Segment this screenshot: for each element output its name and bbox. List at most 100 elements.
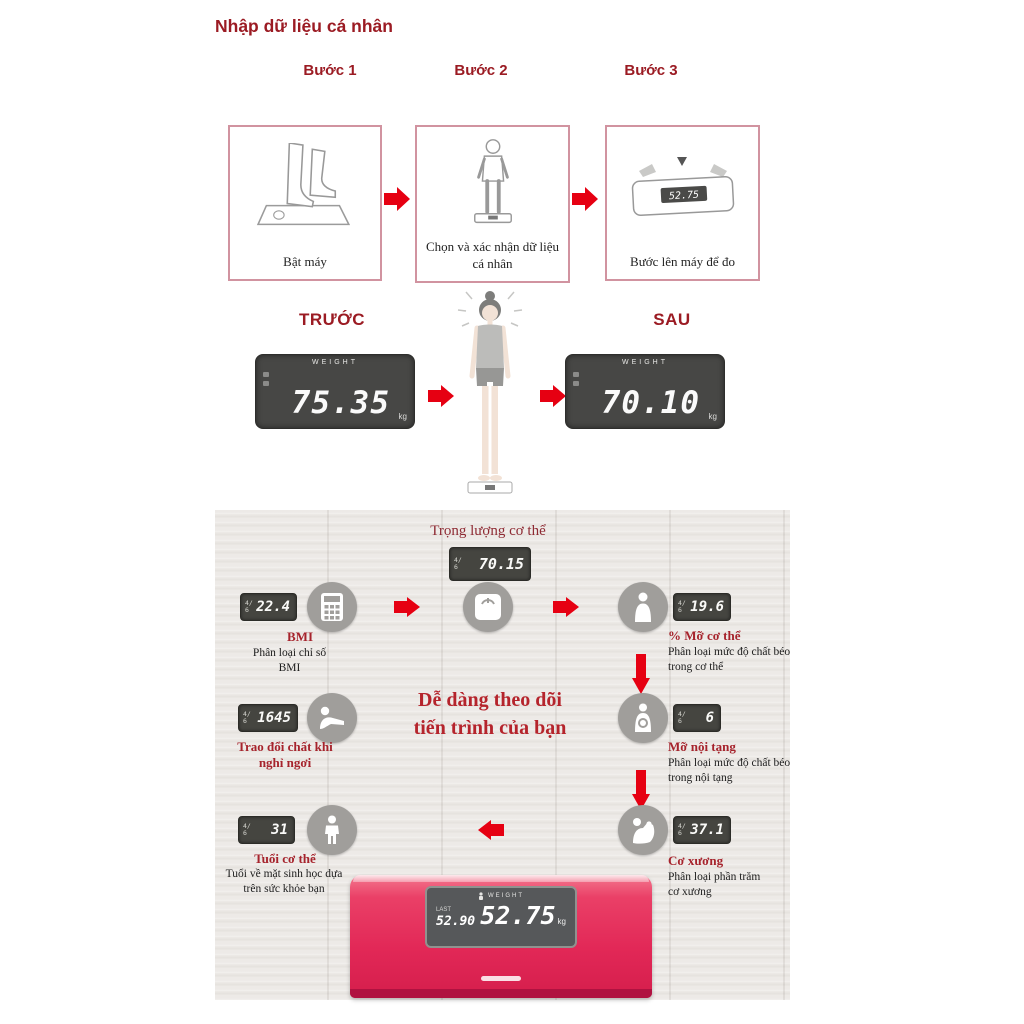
lcd-indicator-icons (263, 372, 269, 386)
step1-box: Bật máy (228, 125, 382, 281)
tracking-slogan-line1: Dễ dàng theo dõi (418, 689, 562, 711)
body-fat-name: % Mỡ cơ thể (668, 628, 741, 643)
arrow-left-icon (478, 820, 504, 840)
body-age-name: Tuổi cơ thể (254, 851, 316, 866)
bmi-name: BMI (287, 629, 313, 644)
after-label: SAU (653, 310, 691, 329)
weight-header-label: WEIGHT (312, 359, 358, 366)
person-on-scale-illustration (417, 127, 568, 239)
before-weight-display: WEIGHT 75.35 kg (255, 354, 415, 429)
body-age-value: 31 (271, 822, 288, 838)
scale-measuring-illustration: 52.75 (607, 127, 758, 254)
metric-icon-circle (307, 805, 357, 855)
skeletal-muscle-icon (633, 818, 655, 844)
before-label: TRƯỚC (298, 310, 366, 329)
step-arrow-right-icon (572, 187, 598, 211)
scale-display-row: LAST 52.90 52.75 kg (427, 900, 575, 928)
step3-display-value: 52.75 (668, 189, 699, 202)
body-age-icon (325, 815, 339, 844)
person-icon (479, 892, 483, 900)
arrow-down-icon (632, 654, 650, 694)
feet-on-scale-illustration (230, 127, 380, 254)
tracking-slogan: Dễ dàng theo dõi tiến trình của bạn (390, 686, 590, 742)
visceral-fat-name: Mỡ nội tạng (668, 739, 736, 754)
body-weight-title: Trọng lượng cơ thể (430, 523, 546, 539)
metabolism-icon (320, 706, 344, 729)
skeletal-muscle-name: Cơ xương (668, 853, 724, 868)
body-age-desc: Tuổi về mặt sinh học dựa trên sức khỏe b… (225, 868, 343, 895)
metric-icon-circle (307, 582, 357, 632)
body-fat-desc: Phân loại mức độ chất béo trong cơ thể (668, 646, 791, 673)
arrow-right-icon (394, 597, 420, 617)
scale-display: WEIGHT LAST 52.90 52.75 kg (425, 886, 577, 948)
lcd-date-mark: 4/6 (243, 821, 251, 837)
step2-label: Bước 2 (454, 62, 508, 79)
tracking-slogan-line2: tiến trình của bạn (413, 717, 567, 739)
metric-icon-circle (618, 582, 668, 632)
step2-caption: Chọn và xác nhận dữ liệu cá nhân (425, 239, 560, 272)
body-weight-value: 70.15 (478, 555, 524, 573)
arrow-right-icon (428, 385, 454, 407)
skeletal-muscle-desc: Phân loại phần trăm cơ xương (668, 871, 761, 898)
arrow-right-icon (540, 385, 566, 407)
after-weight-display: WEIGHT 70.10 kg (565, 354, 725, 429)
skeletal-muscle-display: 4/6 37.1 (673, 816, 731, 844)
kg-unit-label: kg (557, 917, 566, 926)
bmi-desc: Phân loại chỉ số BMI (252, 647, 327, 674)
scale-bottom-edge (350, 989, 652, 998)
lcd-indicator-icons (573, 372, 579, 386)
scale-device: WEIGHT LAST 52.90 52.75 kg (350, 875, 652, 998)
metric-icon-circle (618, 693, 668, 743)
arrow-right-icon (553, 597, 579, 617)
body-age-display: 4/6 31 (238, 816, 295, 844)
calculator-icon (321, 593, 343, 621)
kg-unit-label: kg (398, 412, 407, 421)
lcd-date-mark: 4/6 (454, 555, 462, 571)
step1-caption: Bật máy (283, 254, 327, 270)
visceral-fat-display: 4/6 6 (673, 704, 721, 732)
last-label: LAST (436, 907, 452, 913)
last-weight-value: 52.90 (436, 914, 476, 929)
metric-icon-circle (307, 693, 357, 743)
metric-icon-circle (618, 805, 668, 855)
scale-display-header: WEIGHT (427, 892, 575, 900)
skeletal-muscle-value: 37.1 (690, 822, 724, 838)
lcd-date-mark: 4/6 (678, 709, 686, 725)
kg-unit-label: kg (708, 412, 717, 421)
step2-box: Chọn và xác nhận dữ liệu cá nhân (415, 125, 570, 283)
metabolism-display: 4/6 1645 (238, 704, 298, 732)
step1-label: Bước 1 (303, 62, 357, 79)
body-fat-value: 19.6 (690, 599, 724, 615)
bmi-value: 22.4 (256, 599, 290, 615)
lcd-date-mark: 4/6 (678, 598, 686, 614)
lcd-date-mark: 4/6 (245, 598, 253, 614)
visceral-fat-value: 6 (705, 710, 714, 726)
metabolism-name: Trao đổi chất khi nghỉ ngơi (237, 739, 333, 771)
lcd-date-mark: 4/6 (243, 709, 251, 725)
weight-scale-icon (475, 594, 501, 620)
after-weight-value: 70.10 (601, 385, 700, 421)
step-arrow-right-icon (384, 187, 410, 211)
body-weight-display: 4/6 70.15 (449, 547, 531, 581)
person-illustration (450, 286, 530, 503)
metric-icon-circle (463, 582, 513, 632)
before-weight-value: 75.35 (291, 385, 390, 421)
weight-header-label: WEIGHT (622, 359, 668, 366)
step3-caption: Bước lên máy để đo (630, 254, 735, 270)
step3-label: Bước 3 (624, 62, 678, 79)
visceral-fat-desc: Phân loại mức độ chất béo trong nội tạng (668, 757, 791, 784)
page-title: Nhập dữ liệu cá nhân (215, 16, 393, 36)
step3-box: 52.75 Bước lên máy để đo (605, 125, 760, 281)
lcd-date-mark: 4/6 (678, 821, 686, 837)
last-weight-block: LAST 52.90 (436, 907, 475, 928)
body-fat-icon (635, 592, 651, 622)
metabolism-value: 1645 (257, 710, 291, 726)
visceral-fat-icon (635, 703, 651, 732)
current-weight-value: 52.75 (480, 901, 556, 930)
scale-weight-label: WEIGHT (488, 893, 524, 899)
bmi-display: 4/6 22.4 (240, 593, 297, 621)
body-fat-display: 4/6 19.6 (673, 593, 731, 621)
scale-electrode-mark (481, 976, 521, 981)
scale-top-edge (353, 875, 649, 882)
